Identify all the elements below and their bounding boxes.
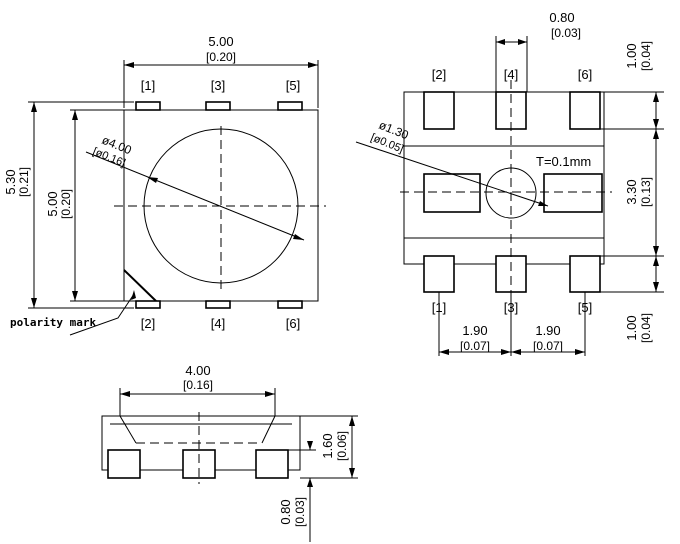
pad-width-dim: 0.80 — [549, 10, 574, 25]
side-view: 4.00 [0.16] 1.60 [0.06] 0.80 [0.03] — [101, 363, 358, 542]
bottom-pin-label-6: [6] — [578, 67, 592, 82]
polarity-arrow — [131, 290, 136, 300]
pad-width-dim-in: [0.03] — [551, 26, 581, 40]
side-pad-right — [255, 449, 289, 479]
bottom-pin-label-2: [2] — [432, 67, 446, 82]
pitch-left-dim-in: [0.07] — [460, 339, 490, 353]
bottom-view: ø1.30 [ø0.05] T=0.1mm 0.80 [0.03] [2] [4… — [355, 10, 664, 356]
right-arrow-4 — [653, 246, 659, 256]
side-width-dim: 4.00 — [185, 363, 210, 378]
right-arrow-6 — [653, 282, 659, 292]
width-dim-in: [0.20] — [206, 50, 236, 64]
side-height-dim: 1.60 — [320, 433, 335, 458]
side-pad-dim: 0.80 — [278, 499, 293, 524]
width-arrow-right — [308, 62, 318, 68]
side-pad-arrow-top — [307, 441, 313, 450]
pad-3 — [495, 255, 527, 293]
side-width-dim-in: [0.16] — [183, 378, 213, 392]
top-pin-label-3: [3] — [211, 78, 225, 93]
side-pad-left — [107, 449, 141, 479]
pad-1 — [423, 255, 455, 293]
pad-height-b-dim-in: [0.04] — [639, 313, 653, 343]
top-pin-label-6: [6] — [286, 316, 300, 331]
side-width-arrow-left — [120, 391, 130, 397]
pad-height-dim: 1.00 — [624, 43, 639, 68]
pin-6-pad — [277, 300, 303, 309]
pitch-right-dim: 1.90 — [535, 323, 560, 338]
height-outer-arrow-top — [31, 102, 37, 112]
side-lens-right-wall — [261, 415, 276, 444]
pitch-arrow-2 — [501, 349, 511, 355]
side-lens-left-wall — [119, 415, 137, 444]
height-outer-dim: 5.30 — [3, 169, 18, 194]
pad-width-arrow-left — [496, 39, 505, 45]
side-pad-arrow-bottom — [307, 478, 313, 487]
pad-height-b-dim: 1.00 — [624, 315, 639, 340]
pad-6 — [569, 91, 601, 130]
side-view-body — [101, 415, 301, 471]
height-outer-dim-in: [0.21] — [17, 167, 31, 197]
top-pin-label-4: [4] — [211, 316, 225, 331]
right-arrow-3 — [653, 129, 659, 139]
pitch-left-dim: 1.90 — [462, 323, 487, 338]
lens-arrow-left — [147, 177, 158, 183]
height-outer-arrow-bottom — [31, 298, 37, 308]
height-inner-arrow-top — [72, 110, 78, 120]
side-height-arrow-top — [349, 416, 355, 426]
hole-arrow — [538, 201, 548, 206]
lens-arrow-right — [293, 234, 304, 240]
pin-3-pad — [205, 101, 231, 111]
top-pin-label-5: [5] — [286, 78, 300, 93]
height-inner-dim: 5.00 — [45, 191, 60, 216]
side-pad-dim-in: [0.03] — [293, 497, 307, 527]
height-inner-arrow-bottom — [72, 291, 78, 301]
thickness-note: T=0.1mm — [536, 154, 591, 169]
pitch-arrow-1 — [439, 349, 449, 355]
pad-middle-right — [543, 173, 603, 213]
right-arrow-5 — [653, 256, 659, 266]
pin-4-pad — [205, 300, 231, 309]
pad-5 — [569, 255, 601, 293]
top-pin-label-2: [2] — [141, 316, 155, 331]
polarity-leader — [69, 293, 135, 336]
pitch-arrow-3 — [511, 349, 521, 355]
pad-width-arrow-right — [518, 39, 527, 45]
right-arrow-1 — [653, 92, 659, 102]
width-arrow-left — [124, 62, 134, 68]
polarity-chamfer — [123, 269, 157, 302]
top-pin-label-1: [1] — [141, 78, 155, 93]
pad-middle-left — [423, 173, 481, 213]
pitch-right-dim-in: [0.07] — [533, 339, 563, 353]
pad-2 — [423, 91, 455, 130]
polarity-mark-label: polarity mark — [10, 316, 96, 329]
side-height-dim-in: [0.06] — [335, 431, 349, 461]
span-dim: 3.30 — [624, 179, 639, 204]
hole-leader — [355, 141, 549, 207]
pin-2-pad — [135, 300, 161, 309]
width-dim: 5.00 — [208, 34, 233, 49]
pitch-arrow-4 — [575, 349, 585, 355]
side-width-arrow-right — [265, 391, 275, 397]
pin-1-pad — [135, 101, 161, 111]
right-arrow-2 — [653, 119, 659, 129]
bottom-pin-label-4: [4] — [504, 67, 518, 82]
bottom-view-body — [403, 91, 605, 265]
lens-leader — [85, 151, 305, 241]
span-dim-in: [0.13] — [639, 177, 653, 207]
pad-height-dim-in: [0.04] — [639, 41, 653, 71]
top-view: ø4.00 [ø0.16] 5.00 [0.20] [1] [3] [5] [2… — [3, 34, 326, 336]
height-inner-dim-in: [0.20] — [59, 189, 73, 219]
side-height-arrow-bottom — [349, 468, 355, 478]
pin-5-pad — [277, 101, 303, 111]
